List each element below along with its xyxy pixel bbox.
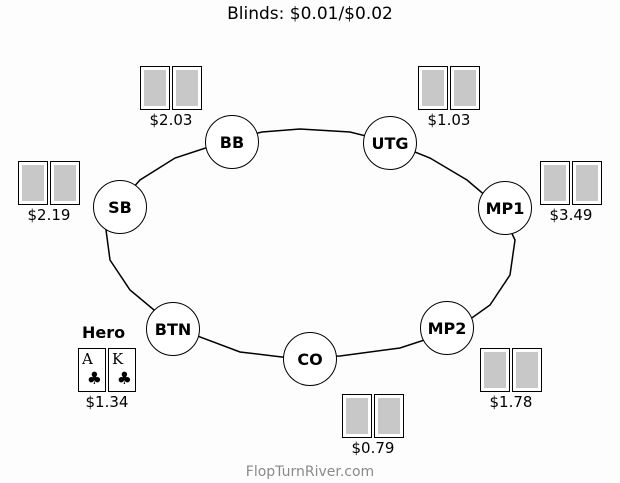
card-back <box>140 66 170 110</box>
seat-utg[interactable]: UTG <box>363 116 417 170</box>
stack-bb: $2.03 <box>140 66 202 129</box>
club-icon: ♣ <box>86 369 102 389</box>
seat-label: BB <box>219 132 245 152</box>
seat-mp2[interactable]: MP2 <box>420 301 474 355</box>
card-rank: K <box>112 350 124 368</box>
stack-amount: $3.49 <box>549 206 593 224</box>
seat-label: SB <box>108 197 132 217</box>
hole-cards <box>418 66 480 110</box>
card-back <box>540 161 570 205</box>
card-back <box>50 161 80 205</box>
stack-utg: $1.03 <box>418 66 480 129</box>
stack-amount: $1.34 <box>85 393 129 411</box>
seat-label: UTG <box>371 133 409 153</box>
blinds-title: Blinds: $0.01/$0.02 <box>227 4 393 24</box>
seat-bb[interactable]: BB <box>205 115 259 169</box>
stack-amount: $2.03 <box>149 111 193 129</box>
stack-amount: $0.79 <box>351 439 395 457</box>
seat-sb[interactable]: SB <box>93 180 147 234</box>
seat-label: BTN <box>154 319 192 339</box>
card-back <box>172 66 202 110</box>
seat-label: MP1 <box>485 198 525 218</box>
card-back <box>512 348 542 392</box>
hole-cards <box>18 161 80 205</box>
card-back <box>418 66 448 110</box>
stack-co: $0.79 <box>342 394 404 457</box>
card-back <box>342 394 372 438</box>
stack-hero: A ♣ K ♣ $1.34 <box>78 348 136 411</box>
seat-mp1[interactable]: MP1 <box>478 181 532 235</box>
hole-cards <box>342 394 404 438</box>
hero-card-1: A ♣ <box>78 348 106 392</box>
card-back <box>572 161 602 205</box>
hero-cards: A ♣ K ♣ <box>78 348 136 392</box>
hole-cards <box>480 348 542 392</box>
card-back <box>450 66 480 110</box>
seat-label: CO <box>297 349 323 369</box>
club-icon: ♣ <box>116 369 132 389</box>
hero-card-2: K ♣ <box>108 348 136 392</box>
card-back <box>18 161 48 205</box>
hero-label: Hero <box>82 323 126 342</box>
hole-cards <box>140 66 202 110</box>
seat-label: MP2 <box>427 318 467 338</box>
card-back <box>480 348 510 392</box>
seat-co[interactable]: CO <box>283 332 337 386</box>
seat-btn[interactable]: BTN <box>146 302 200 356</box>
site-footer: FlopTurnRiver.com <box>245 464 375 480</box>
stack-amount: $1.78 <box>489 393 533 411</box>
stack-mp1: $3.49 <box>540 161 602 224</box>
stack-mp2: $1.78 <box>480 348 542 411</box>
stack-amount: $1.03 <box>427 111 471 129</box>
card-back <box>374 394 404 438</box>
stack-sb: $2.19 <box>18 161 80 224</box>
stack-amount: $2.19 <box>27 206 71 224</box>
hole-cards <box>540 161 602 205</box>
card-rank: A <box>82 350 93 368</box>
